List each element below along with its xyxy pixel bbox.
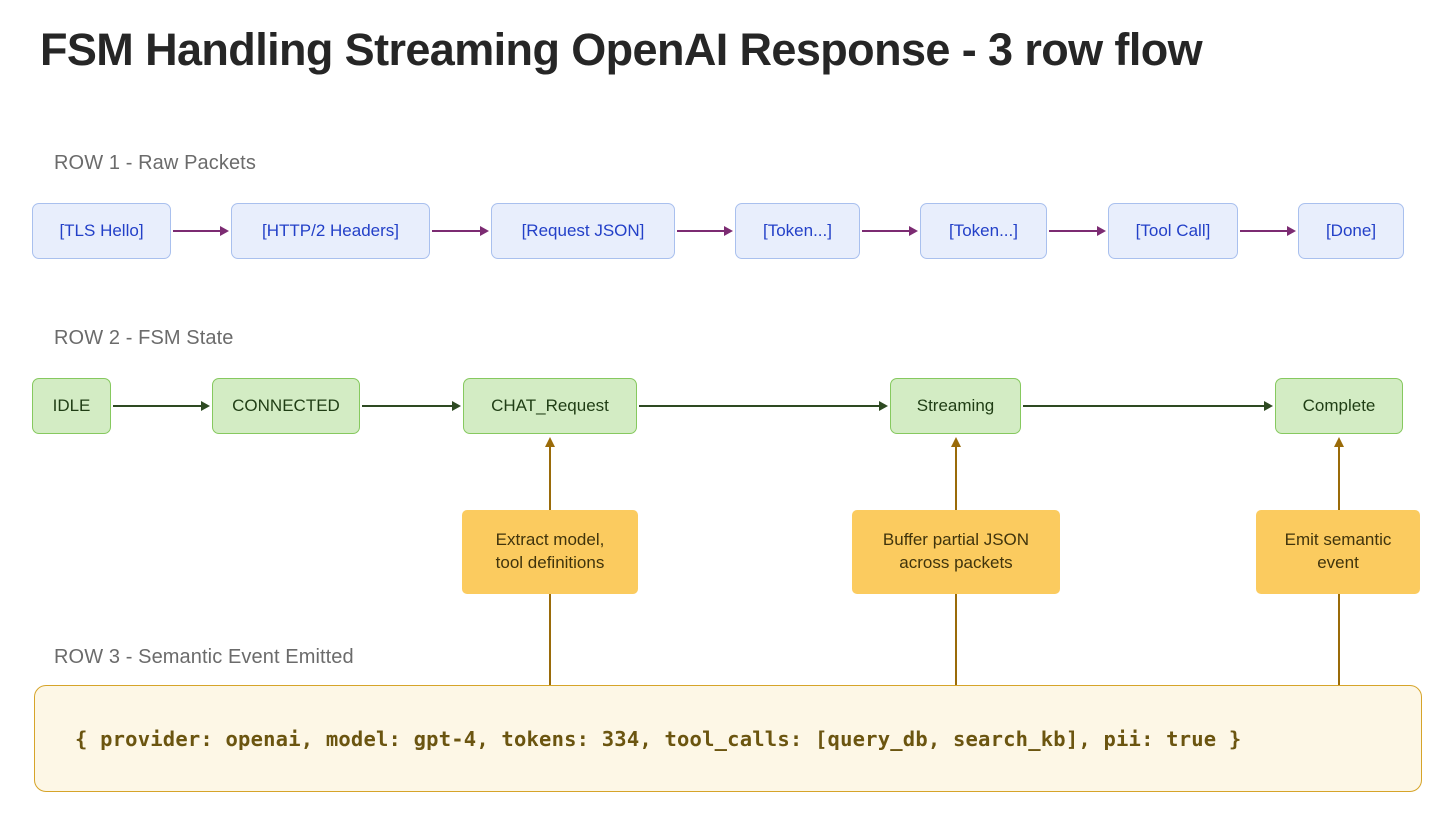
note-connector-arrowhead-2: [951, 437, 961, 447]
row-2-label: ROW 2 - FSM State: [54, 327, 234, 349]
state-node-streaming[interactable]: Streaming: [890, 378, 1021, 434]
packet-node-tool-call[interactable]: [Tool Call]: [1108, 203, 1238, 259]
state-node-idle[interactable]: IDLE: [32, 378, 111, 434]
state-arrow-3: [639, 399, 888, 413]
note-line-2: tool definitions: [495, 553, 605, 572]
note-buffer-partial-json[interactable]: Buffer partial JSON across packets: [852, 510, 1060, 594]
note-connector-line-3-lower: [1338, 592, 1341, 686]
note-connector-line-2-lower: [955, 592, 958, 686]
state-node-chat-request[interactable]: CHAT_Request: [463, 378, 637, 434]
note-connector-arrowhead-3: [1334, 437, 1344, 447]
semantic-event-block: { provider: openai, model: gpt-4, tokens…: [34, 685, 1422, 792]
packet-arrow-2: [432, 224, 489, 238]
packet-node-done[interactable]: [Done]: [1298, 203, 1404, 259]
row-3-label: ROW 3 - Semantic Event Emitted: [54, 646, 354, 668]
packet-arrow-3: [677, 224, 733, 238]
state-node-complete[interactable]: Complete: [1275, 378, 1403, 434]
note-extract-model[interactable]: Extract model, tool definitions: [462, 510, 638, 594]
note-line-2: event: [1317, 553, 1359, 572]
packet-node-request-json[interactable]: [Request JSON]: [491, 203, 675, 259]
packet-arrow-1: [173, 224, 229, 238]
note-line-1: Emit semantic: [1284, 530, 1392, 550]
packet-node-http2-headers[interactable]: [HTTP/2 Headers]: [231, 203, 430, 259]
packet-arrow-6: [1240, 224, 1296, 238]
note-line-2: across packets: [899, 553, 1013, 572]
note-line-1: Buffer partial JSON: [882, 530, 1030, 550]
state-arrow-2: [362, 399, 461, 413]
state-arrow-4: [1023, 399, 1273, 413]
semantic-event-text: { provider: openai, model: gpt-4, tokens…: [75, 726, 1242, 751]
state-arrow-1: [113, 399, 210, 413]
row-1-label: ROW 1 - Raw Packets: [54, 152, 256, 174]
state-node-connected[interactable]: CONNECTED: [212, 378, 360, 434]
packet-node-token-2[interactable]: [Token...]: [920, 203, 1047, 259]
packet-arrow-4: [862, 224, 918, 238]
packet-arrow-5: [1049, 224, 1106, 238]
note-emit-semantic-event[interactable]: Emit semantic event: [1256, 510, 1420, 594]
packet-node-tls-hello[interactable]: [TLS Hello]: [32, 203, 171, 259]
packet-node-token-1[interactable]: [Token...]: [735, 203, 860, 259]
note-connector-line-1-lower: [549, 592, 552, 686]
note-line-1: Extract model,: [495, 530, 605, 550]
page-title: FSM Handling Streaming OpenAI Response -…: [40, 24, 1203, 75]
note-connector-arrowhead-1: [545, 437, 555, 447]
